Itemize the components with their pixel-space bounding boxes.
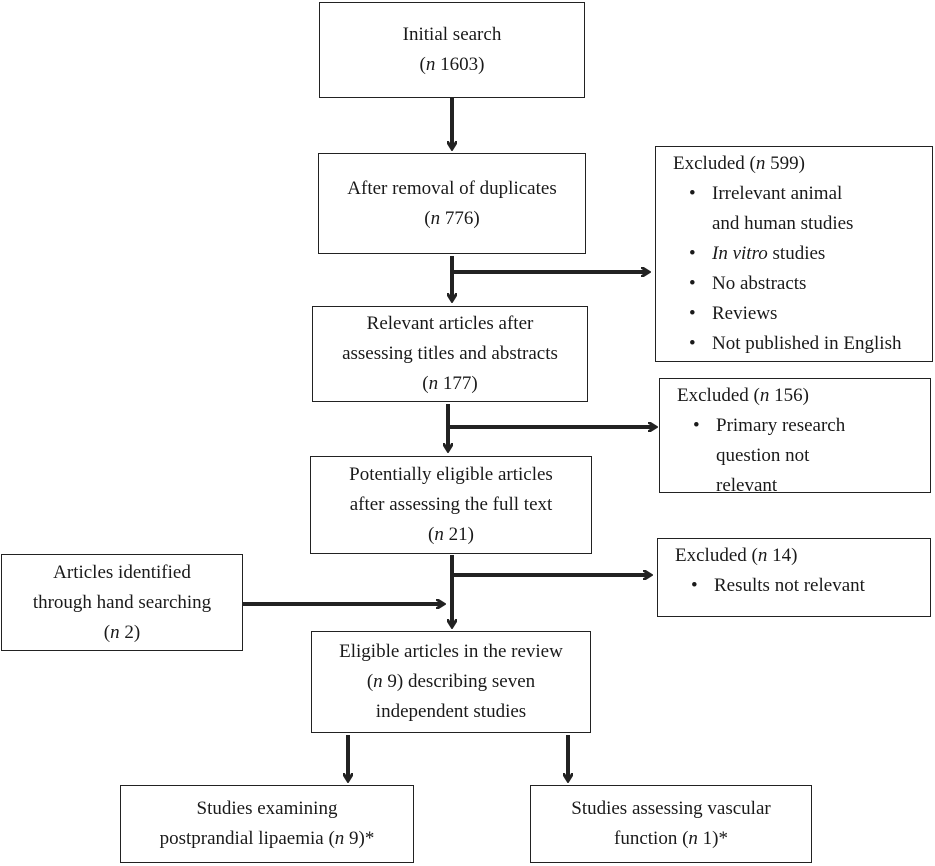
- dedup-label: After removal of duplicates: [347, 177, 557, 199]
- potential-count: (n 21): [428, 524, 474, 545]
- hand-search-line2: through hand searching: [32, 591, 212, 613]
- eligible-line1: Eligible articles in the review: [339, 641, 563, 662]
- relevant-count: (n 177): [422, 373, 478, 394]
- excluded-box-2: Excluded (n 156) Primary researchquestio…: [659, 378, 931, 496]
- list-item: In vitro studies: [673, 239, 932, 269]
- lipaemia-box: Studies examining postprandial lipaemia …: [120, 785, 414, 863]
- relevant-line2: assessing titles and abstracts: [342, 343, 558, 364]
- initial-search-count: (n 1603): [419, 54, 485, 75]
- relevant-line1: Relevant articles after: [366, 313, 534, 334]
- potential-line1: Potentially eligible articles: [349, 464, 553, 485]
- hand-search-count: (n 2): [103, 621, 141, 643]
- lipaemia-line2: postprandial lipaemia (n 9)*: [159, 828, 375, 849]
- potential-box: Potentially eligible articles after asse…: [310, 456, 592, 554]
- lipaemia-line1: Studies examining: [196, 798, 338, 819]
- list-item: Not published in English: [673, 329, 932, 359]
- relevant-box: Relevant articles after assessing titles…: [312, 306, 588, 402]
- hand-search-line1: Articles identified: [53, 561, 191, 583]
- excluded-2-title: Excluded (n 156): [677, 385, 809, 406]
- vascular-line1: Studies assessing vascular: [571, 798, 771, 819]
- eligible-box: Eligible articles in the review (n 9) de…: [311, 631, 591, 733]
- dedup-box: After removal of duplicates (n 776): [318, 153, 586, 254]
- list-item: No abstracts: [673, 269, 932, 299]
- excluded-3-title: Excluded (n 14): [675, 545, 798, 566]
- vascular-line2: function (n 1)*: [614, 828, 728, 849]
- list-item: Reviews: [673, 299, 932, 329]
- eligible-line3: independent studies: [375, 701, 527, 722]
- excluded-box-3: Excluded (n 14) Results not relevant: [657, 538, 931, 617]
- excluded-3-list: Results not relevant: [675, 571, 930, 601]
- hand-search-box: Articles identified through hand searchi…: [1, 554, 243, 651]
- list-item: Results not relevant: [675, 571, 930, 601]
- excluded-1-title: Excluded (n 599): [673, 153, 805, 174]
- initial-search-box: Initial search (n 1603): [319, 2, 585, 98]
- initial-search-label: Initial search: [402, 24, 502, 45]
- potential-line2: after assessing the full text: [349, 494, 553, 515]
- dedup-count: (n 776): [424, 207, 480, 229]
- eligible-line2: (n 9) describing seven: [366, 671, 536, 692]
- vascular-box: Studies assessing vascular function (n 1…: [530, 785, 812, 863]
